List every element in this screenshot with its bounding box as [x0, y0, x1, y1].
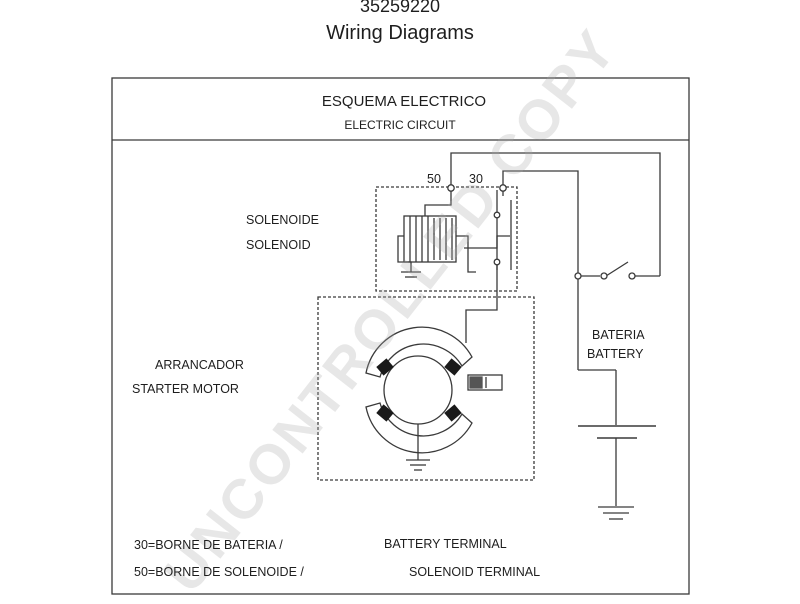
plunger-link [464, 235, 510, 249]
coil-body [403, 215, 457, 263]
field-pole-top [365, 326, 473, 378]
terminal-50-dot [447, 184, 455, 192]
diagram-frame [111, 77, 690, 595]
wire-battery-positive [502, 170, 579, 370]
brush-1 [376, 358, 394, 376]
contact-dot-1 [493, 211, 501, 219]
terminal-30-dot [499, 184, 507, 192]
coil-wire-top [424, 186, 452, 216]
switch-contact [605, 261, 629, 277]
wire-motor-feed [465, 262, 498, 343]
starter-label-en: STARTER MOTOR [132, 382, 239, 396]
contact-dot-2 [493, 258, 501, 266]
starter-label-es: ARRANCADOR [155, 358, 244, 372]
switch-node-mid [600, 272, 608, 280]
wire-ignition [450, 152, 661, 276]
armature [383, 355, 453, 425]
brush-3 [376, 404, 394, 422]
field-pole-bottom [365, 402, 473, 454]
part-number: 35259220 [359, 0, 441, 16]
legend-line1-en: BATTERY TERMINAL [384, 537, 507, 551]
legend-line2-es: 50=BORNE DE SOLENOIDE / [134, 565, 304, 579]
terminal-50-label: 50 [427, 172, 441, 186]
solenoid-label-es: SOLENOIDE [246, 213, 319, 227]
legend-line1-es: 30=BORNE DE BATERIA / [134, 538, 283, 552]
legend-line2-en: SOLENOID TERMINAL [409, 565, 541, 579]
solenoid-label-en: SOLENOID [246, 238, 311, 252]
page-title: Wiring Diagrams [326, 22, 474, 44]
terminal-30-label: 30 [469, 172, 483, 186]
panel-title-en: ELECTRIC CIRCUIT [344, 118, 456, 132]
coil-ground-wire [397, 235, 412, 272]
coil-wire-right [456, 235, 476, 273]
panel-title-es: ESQUEMA ELECTRICO [321, 93, 487, 110]
battery-label-en: BATTERY [587, 347, 644, 361]
switch-node-right [628, 272, 636, 280]
switch-node-left [574, 272, 582, 280]
starter-box [317, 296, 535, 481]
brush-4 [444, 404, 462, 422]
solenoid-box [375, 186, 518, 292]
brush-2 [444, 358, 462, 376]
battery-label-es: BATERIA [592, 328, 645, 342]
